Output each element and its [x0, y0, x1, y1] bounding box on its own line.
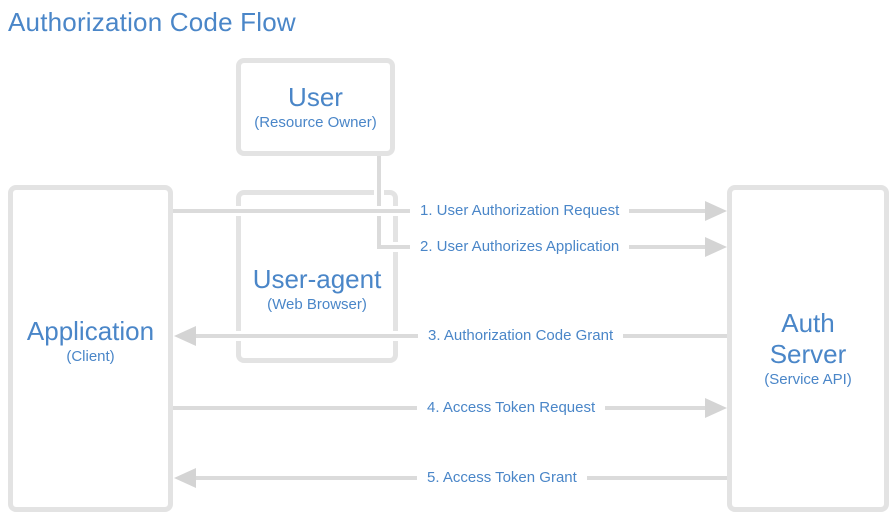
- arrowhead-right-icon: [705, 237, 727, 257]
- flow-label-5: 5. Access Token Grant: [417, 467, 587, 489]
- flow-label-1: 1. User Authorization Request: [410, 200, 630, 222]
- node-user-agent-sublabel: (Web Browser): [267, 296, 367, 313]
- arrowhead-left-icon: [174, 468, 196, 488]
- node-auth-server-label: Auth Server: [769, 307, 847, 369]
- page-title: Authorization Code Flow: [8, 7, 296, 37]
- arrowhead-right-icon: [705, 201, 727, 221]
- arrowhead-left-icon: [174, 326, 196, 346]
- arrowhead-right-icon: [705, 398, 727, 418]
- node-auth-server: Auth Server (Service API): [727, 185, 889, 512]
- flow-label-2: 2. User Authorizes Application: [410, 236, 630, 258]
- node-application-label: Application: [26, 316, 155, 346]
- node-user-agent-label: User-agent: [252, 264, 382, 294]
- node-user-sublabel: (Resource Owner): [254, 113, 377, 131]
- flow-label-4: 4. Access Token Request: [417, 397, 606, 419]
- node-user: User (Resource Owner): [236, 58, 395, 156]
- node-application: Application (Client): [8, 185, 173, 512]
- node-application-sublabel: (Client): [66, 348, 115, 365]
- user-drop-connector-line: [377, 156, 381, 249]
- node-auth-server-sublabel: (Service API): [764, 370, 852, 388]
- flow-label-3: 3. Authorization Code Grant: [418, 325, 624, 347]
- node-user-label: User: [288, 81, 343, 112]
